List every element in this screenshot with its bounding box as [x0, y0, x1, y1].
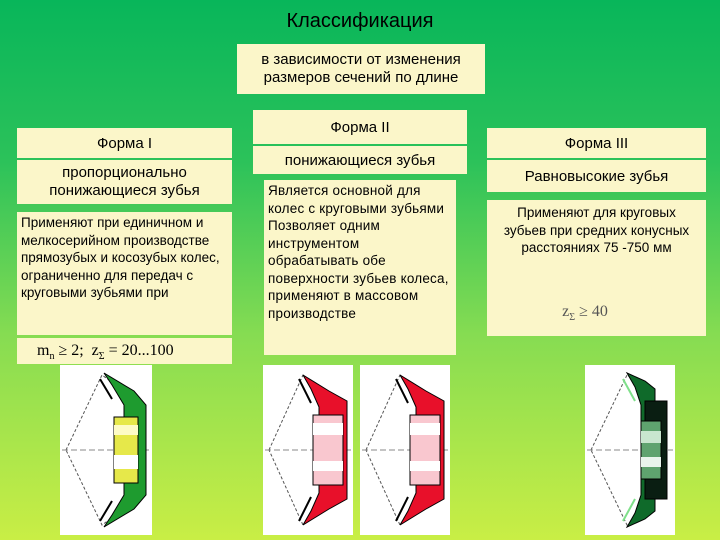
gear-section-form2-a — [263, 365, 353, 535]
gear-section-form2-b — [360, 365, 450, 535]
form3-heading: Форма III — [487, 128, 706, 158]
form1-name: пропорционально понижающиеся зубья — [17, 160, 232, 204]
form3-formula: zΣ ≥ 40 — [540, 300, 630, 324]
page-title: Классификация — [286, 10, 434, 32]
form1-heading: Форма I — [17, 128, 232, 158]
gear-section-form1 — [60, 365, 152, 535]
subtitle-box: в зависимости от изменения размеров сече… — [237, 44, 485, 94]
form2-heading: Форма II — [253, 110, 467, 144]
form1-description: Применяют при единичном и мелкосерийном … — [17, 212, 232, 335]
form1-formula: mn ≥ 2; zΣ = 20...100 — [17, 338, 232, 364]
form2-description: Является основной для колес с круговыми … — [264, 180, 456, 355]
form3-name: Равновысокие зубья — [487, 160, 706, 192]
form2-name: понижающиеся зубья — [253, 146, 467, 174]
gear-section-form3 — [585, 365, 675, 535]
